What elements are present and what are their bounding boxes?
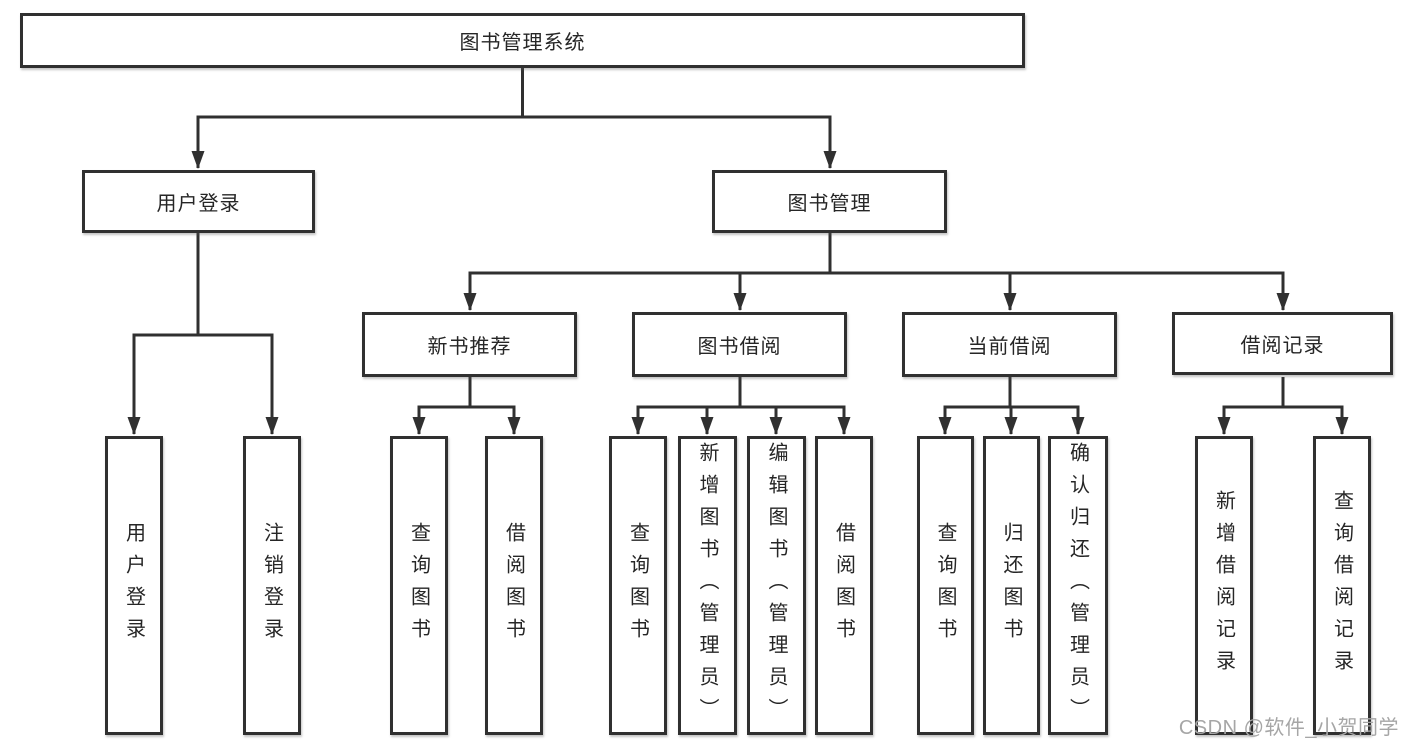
- leaf-current-return-books: 归还图书: [983, 436, 1040, 735]
- node-book-borrowing: 图书借阅: [632, 312, 847, 377]
- leaf-records-add-borrow-record: 新增借阅记录: [1195, 436, 1253, 735]
- leaf-logout: 注销登录: [243, 436, 301, 735]
- node-borrowing-records: 借阅记录: [1172, 312, 1393, 375]
- leaf-recommend-borrow-books: 借阅图书: [485, 436, 543, 735]
- leaf-borrow-query-books: 查询图书: [609, 436, 667, 735]
- csdn-watermark: CSDN @软件_小贺同学: [1178, 717, 1399, 739]
- leaf-borrow-add-book-admin: 新增图书（管理员）: [678, 436, 737, 735]
- leaf-borrow-borrow-books: 借阅图书: [815, 436, 873, 735]
- node-book-management: 图书管理: [712, 170, 947, 233]
- node-current-borrowing: 当前借阅: [902, 312, 1117, 377]
- leaf-borrow-edit-book-admin: 编辑图书（管理员）: [747, 436, 806, 735]
- leaf-recommend-query-books: 查询图书: [390, 436, 448, 735]
- leaf-user-login: 用户登录: [105, 436, 163, 735]
- leaf-current-query-books: 查询图书: [917, 436, 974, 735]
- leaf-current-confirm-return-admin: 确认归还（管理员）: [1048, 436, 1108, 735]
- node-new-book-recommendation: 新书推荐: [362, 312, 577, 377]
- node-user-login: 用户登录: [82, 170, 315, 233]
- leaf-records-query-borrow-record: 查询借阅记录: [1313, 436, 1371, 735]
- node-library-system: 图书管理系统: [20, 13, 1025, 68]
